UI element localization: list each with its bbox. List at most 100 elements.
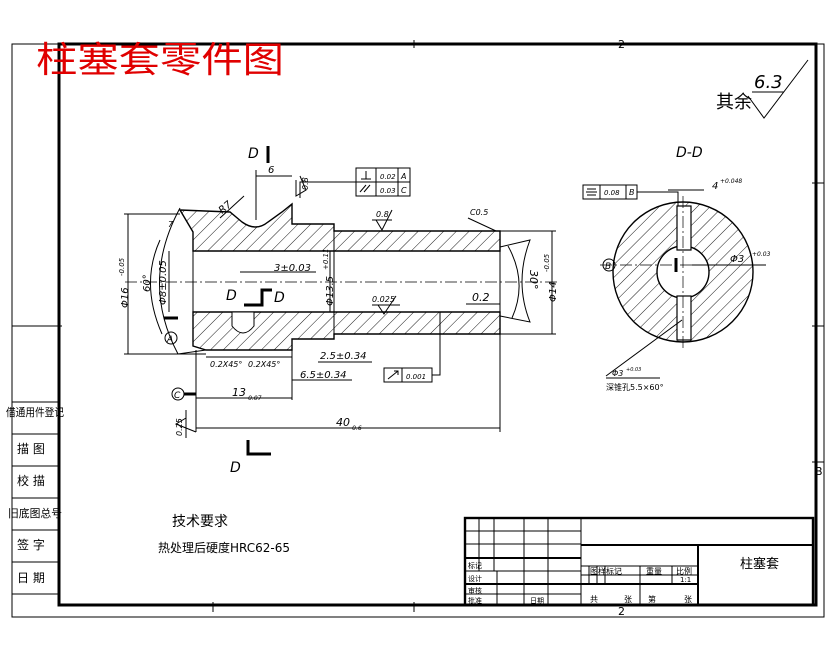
dim-65: 6.5±0.34 — [300, 370, 347, 381]
fcf-sym-val: 0.08 — [604, 189, 620, 197]
dim-d14-tol: -0.05 — [543, 253, 551, 272]
tb-row-label-3: 审核 — [468, 586, 482, 595]
angle-arc — [507, 245, 520, 319]
dim-02: 0.2 — [472, 291, 490, 304]
part-flange-arc — [159, 207, 207, 355]
dim-hole3b: Φ3 — [612, 369, 623, 378]
roughness-icon — [174, 410, 197, 438]
drawing-title: 柱塞套零件图 — [36, 40, 284, 81]
dim-40-tol: -0.6 — [350, 425, 362, 432]
zone-label-top: 2 — [618, 38, 625, 51]
angle-arc — [150, 239, 163, 335]
tb-part-name: 柱塞套 — [740, 556, 779, 572]
leader — [219, 195, 245, 219]
dim-3: 3±0.03 — [274, 263, 311, 274]
dim-d8: Φ8±0.05 — [158, 260, 169, 305]
ra-025: 0.025 — [372, 295, 395, 304]
dim-25: 2.5±0.34 — [320, 351, 367, 362]
roughness-prefix: 其余 — [716, 92, 752, 113]
tb-row-label-4: 批准 — [468, 596, 482, 605]
stamp-label-4: 旧底图总号 — [8, 506, 62, 520]
tb-page-unit: 张 — [684, 595, 692, 604]
dim-d14: Φ14 — [548, 281, 559, 302]
dim-60deg: 60° — [142, 274, 153, 292]
stamp-label-6: 日 期 — [17, 571, 45, 585]
hole-note: 深锥孔5.5×60° — [606, 382, 664, 392]
section-view-title: D-D — [676, 145, 703, 161]
chamfer-c05: C0.5 — [470, 208, 488, 217]
tech-req-text: 热处理后硬度HRC62-65 — [158, 540, 290, 555]
stamp-label-1: 借通用件登记 — [6, 405, 64, 419]
chamfer-2: 0.2X45° — [248, 360, 280, 369]
part-lower-wall — [192, 311, 501, 351]
section-d-right: D — [274, 290, 285, 306]
datum-b-circle — [602, 258, 616, 272]
fcf-runout: 0.001 — [383, 367, 433, 383]
stamp-label-5: 签 字 — [17, 537, 45, 552]
part-end-cone — [499, 239, 531, 323]
dim-40: 40 — [336, 416, 350, 429]
section-mark-bottom — [246, 440, 271, 456]
dim-d13: Φ13.5 — [325, 276, 336, 306]
fcf-symmetry: 0.08 B — [582, 184, 638, 200]
leader — [605, 319, 683, 377]
dim-hole3b-tol: +0.03 — [626, 367, 641, 373]
tb-weight-header: 重量 — [646, 566, 662, 576]
dim-13-tol: -0.07 — [246, 395, 262, 402]
dim-7-small: 7 — [168, 220, 174, 229]
tb-sheet-label: 共 — [590, 595, 598, 604]
section-label-bottom: D — [230, 460, 241, 476]
tb-row-label-1: 标记 — [468, 561, 482, 570]
fcf-par-val: 0.03 — [380, 187, 396, 195]
leader — [637, 191, 679, 206]
roughness-value: 6.3 — [754, 72, 783, 93]
dim-hole3: Φ3 — [730, 254, 744, 265]
inner-border — [57, 42, 818, 607]
roughness-icon — [295, 175, 307, 197]
dim-13: 13 — [232, 386, 246, 399]
part-upper-wall — [178, 202, 501, 252]
leader — [432, 312, 441, 376]
bore-step — [244, 288, 272, 307]
dim-6: 6 — [268, 165, 274, 176]
dim-d16: Φ16 — [120, 287, 131, 308]
title-block: 标记 设计 审核 批准 日期 图样标记 重量 比例 1:1 共 张 第 张 柱塞… — [463, 516, 815, 607]
dim-hole3-tol: +0.03 — [752, 251, 771, 258]
dim-30deg: 30° — [527, 270, 540, 290]
roughness-icon — [372, 209, 393, 232]
dim-keyway-tol: +0.048 — [720, 178, 742, 185]
tb-scale: 1:1 — [680, 576, 691, 584]
fcf-perp-ref: A — [400, 172, 406, 181]
stamp-label-2: 描 图 — [17, 442, 45, 456]
section-d-left: D — [226, 288, 237, 304]
datum-b: B — [605, 262, 611, 272]
tb-row-label-2: 设计 — [468, 574, 482, 583]
section-label-top: D — [248, 146, 259, 162]
runout-icon — [387, 370, 399, 380]
roughness-symbol-icon — [747, 59, 809, 119]
fcf-sym-ref: B — [629, 188, 635, 197]
tb-sheet-unit: 张 — [624, 595, 632, 604]
zone-label-right: B — [815, 465, 823, 478]
tb-page-label: 第 — [648, 594, 656, 604]
ra-08-a: 0.8 — [376, 210, 389, 219]
leader — [467, 217, 497, 232]
dim-d16-tol: -0.05 — [118, 257, 126, 276]
tech-req-heading: 技术要求 — [172, 514, 228, 530]
datum-a: A — [166, 335, 173, 345]
cross-hole-slot — [676, 295, 692, 341]
keyway — [676, 205, 692, 251]
datum-c: C — [174, 391, 181, 401]
left-stamp: 借通用件登记 描 图 校 描 旧底图总号 签 字 日 期 — [6, 401, 64, 595]
fcf-par-ref: C — [401, 186, 407, 195]
symmetry-icon — [586, 188, 597, 196]
stamp-label-3: 校 描 — [17, 473, 45, 488]
tb-date-label: 日期 — [530, 597, 544, 605]
tb-scale-header: 比例 — [676, 566, 692, 576]
dim-d13-tol: +0.11 — [322, 249, 330, 270]
fcf-runout-val: 0.001 — [406, 373, 426, 381]
parallelism-icon — [359, 184, 371, 193]
chamfer-1: 0.2X45° — [210, 360, 242, 369]
fcf-perp-val: 0.02 — [380, 173, 396, 181]
